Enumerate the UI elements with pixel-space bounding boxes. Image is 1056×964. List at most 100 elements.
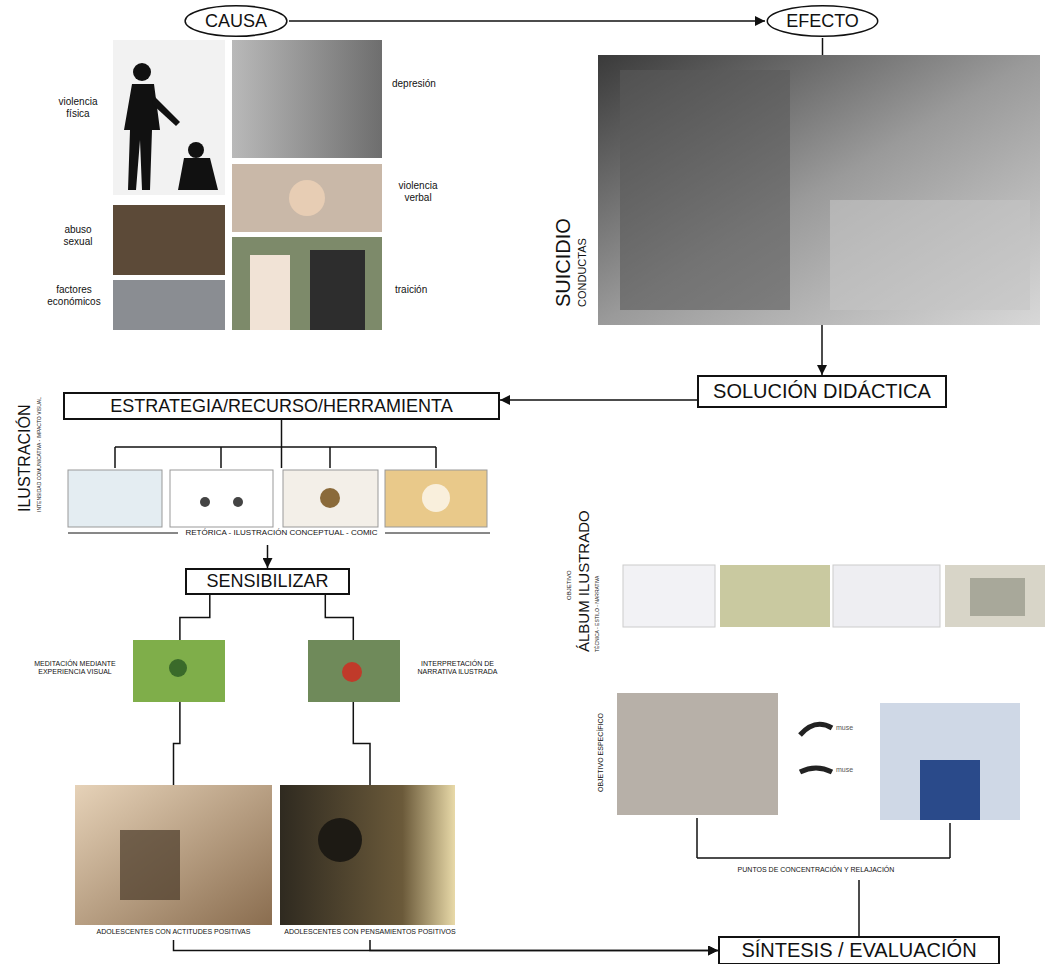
photo-reading: [308, 640, 400, 702]
thumb-detail: [320, 488, 340, 508]
photo-depression: [232, 40, 382, 158]
illustration-thumb: [385, 470, 487, 527]
thumb-detail: [233, 497, 243, 507]
album-photo: [945, 565, 1045, 627]
photo-detail: [342, 662, 362, 682]
panel-caption: PUNTOS DE CONCENTRACIÓN Y RELAJACIÓN: [612, 866, 1020, 874]
vertical-subheading: CONDUCTAS: [576, 238, 589, 307]
bracket-line: [114, 447, 116, 468]
bracket-line: [329, 447, 331, 468]
node-text: SOLUCIÓN DIDÁCTICA: [713, 380, 931, 403]
vertical-heading: ÁLBUM ILUSTRADO: [575, 510, 592, 652]
connector: [174, 940, 719, 951]
illustration-thumb: [68, 470, 162, 527]
vertical-heading: ILUSTRACIÓN: [16, 404, 34, 512]
cause-ellipse: CAUSA: [183, 4, 289, 38]
silhouette: [152, 96, 180, 126]
bracket-line: [949, 823, 951, 858]
connector: [174, 702, 180, 785]
thumb-detail: [422, 484, 450, 512]
photo-headband: [880, 703, 1020, 820]
photo-detail: [318, 818, 362, 862]
album-photo: [623, 565, 715, 627]
photo-physical-violence: [113, 40, 225, 195]
photo-sexual-abuse: [113, 205, 225, 275]
connector: [370, 940, 718, 951]
photo-detail: [120, 830, 180, 900]
process-box: ESTRATEGIA/RECURSO/HERRAMIENTA: [63, 392, 500, 420]
headband-icon: [800, 724, 832, 735]
illustration-strip: RETÓRICA - ILUSTRACIÓN CONCEPTUAL - COMI…: [63, 468, 500, 545]
cause-label: traición: [395, 284, 455, 296]
node-text: CAUSA: [205, 11, 267, 32]
process-box: SOLUCIÓN DIDÁCTICA: [697, 375, 947, 408]
album-photo: [720, 565, 830, 627]
photo-caption: INTERPRETACIÓN DE NARRATIVA ILUSTRADA: [410, 660, 505, 676]
connector: [180, 595, 210, 640]
photo-economic-factors: [113, 280, 225, 330]
connector: [353, 702, 370, 785]
album-photo: [833, 565, 940, 627]
vertical-note: INTENSIDAD COMUNICATIVA - IMPACTO VISUAL: [37, 397, 43, 512]
silhouette: [133, 63, 151, 81]
photo-meditation: [133, 640, 225, 702]
vertical-note: OBJETIVO ESPECÍFICO: [597, 713, 605, 792]
illustration-thumb: [170, 470, 273, 527]
node-text: SENSIBILIZAR: [206, 571, 328, 592]
cause-label: factores económicos: [42, 284, 106, 307]
photo-headband: [617, 693, 778, 815]
bracket-line: [385, 533, 490, 534]
photo-caption: MEDITACIÓN MEDIANTE EXPERIENCIA VISUAL: [25, 660, 125, 676]
bracket-line: [435, 447, 437, 468]
node-text: ESTRATEGIA/RECURSO/HERRAMIENTA: [110, 396, 452, 417]
photo-detail: [310, 250, 365, 330]
bracket-line: [696, 818, 698, 858]
process-box: SENSIBILIZAR: [185, 568, 350, 595]
photo-positive-thoughts: [280, 785, 455, 925]
photo-effect-collage: [598, 55, 1040, 325]
photo-panel: INTERPRETACIÓN DE NARRATIVA ILUSTRADA: [308, 640, 505, 702]
photo-caption: ADOLESCENTES CON ACTITUDES POSITIVAS: [75, 928, 272, 936]
cause-label: depresión: [392, 78, 462, 90]
photo-panel: ADOLESCENTES CON ACTITUDES POSITIVAS: [75, 785, 272, 940]
photo-detail: [830, 200, 1030, 310]
connector: [267, 545, 269, 568]
photo-panel: PUNTOS DE CONCENTRACIÓN Y RELAJACIÓN: [612, 690, 1020, 880]
photo-detail: [620, 70, 790, 310]
headband-icon: [800, 768, 832, 772]
photo-detail: [169, 659, 187, 677]
effect-ellipse: EFECTO: [765, 4, 880, 38]
bracket-line: [697, 857, 950, 859]
node-text: SÍNTESIS / EVALUACIÓN: [741, 939, 976, 962]
cause-label: violencia verbal: [390, 180, 446, 203]
photo-verbal-violence: [232, 164, 382, 232]
connector: [858, 880, 860, 936]
connector: [822, 38, 824, 55]
connector: [500, 399, 697, 401]
vertical-heading: SUICIDIO: [552, 218, 575, 307]
photo-caption: ADOLESCENTES CON PENSAMIENTOS POSITIVOS: [280, 928, 460, 936]
photo-betrayal: [232, 237, 382, 330]
photo-panel: MEDITACIÓN MEDIANTE EXPERIENCIA VISUAL: [20, 640, 225, 702]
photo-panel: ADOLESCENTES CON PENSAMIENTOS POSITIVOS: [280, 785, 460, 940]
vertical-note: OBJETIVO: [566, 570, 573, 600]
connector: [281, 420, 283, 468]
cause-label: abuso sexual: [50, 224, 106, 247]
bracket-line: [220, 447, 222, 468]
brand-label: muse: [836, 724, 876, 732]
thumb-detail: [200, 497, 210, 507]
photo-positive-attitudes: [75, 785, 272, 925]
silhouette: [188, 142, 204, 158]
bracket-line: [68, 533, 178, 534]
process-box: SÍNTESIS / EVALUACIÓN: [718, 936, 1000, 964]
illustration-thumb: [283, 470, 378, 527]
ellipse-shape: [185, 6, 287, 37]
photo-detail: [289, 180, 325, 216]
strip-caption: RETÓRICA - ILUSTRACIÓN CONCEPTUAL - COMI…: [63, 528, 500, 537]
ellipse-shape: [767, 6, 877, 37]
photo-detail: [250, 255, 290, 330]
album-detail: [970, 578, 1025, 616]
bracket-line: [115, 446, 436, 448]
connector: [325, 595, 353, 640]
